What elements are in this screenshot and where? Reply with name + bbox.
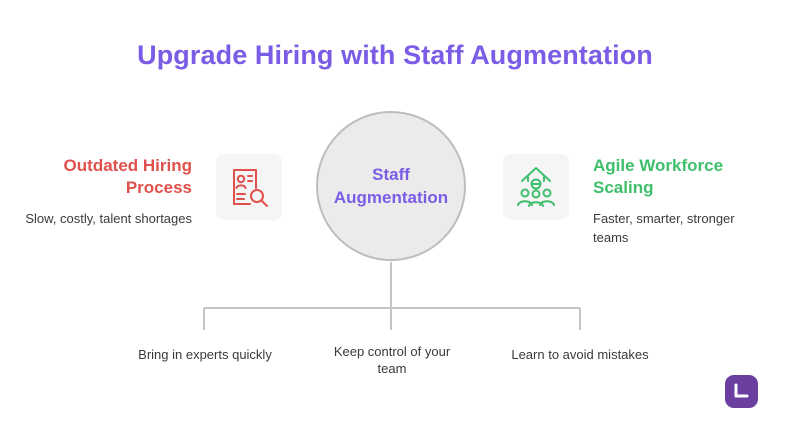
outdated-hiring-icon-box: [216, 154, 282, 220]
branch-label-experts: Bring in experts quickly: [138, 347, 272, 362]
outdated-hiring-description: Slow, costly, talent shortages: [25, 211, 192, 226]
agile-workforce-icon-box: [503, 154, 569, 220]
branch-label-mistakes: Learn to avoid mistakes: [511, 347, 649, 362]
outdated-hiring-title: Outdated Hiring Process: [63, 156, 192, 197]
team-growth-icon: [517, 167, 555, 207]
agile-workforce-description: Faster, smarter, stronger teams: [593, 211, 735, 245]
branch-label-control: Keep control of your team: [333, 344, 451, 376]
staff-augmentation-hub: Staff Augmentation: [316, 111, 466, 261]
brand-logo-icon: [725, 375, 758, 408]
agile-workforce-title: Agile Workforce Scaling: [593, 156, 724, 197]
hub-label: Staff Augmentation: [333, 165, 449, 207]
resume-search-icon: [233, 169, 268, 207]
page-title: Upgrade Hiring with Staff Augmentation: [137, 40, 653, 70]
